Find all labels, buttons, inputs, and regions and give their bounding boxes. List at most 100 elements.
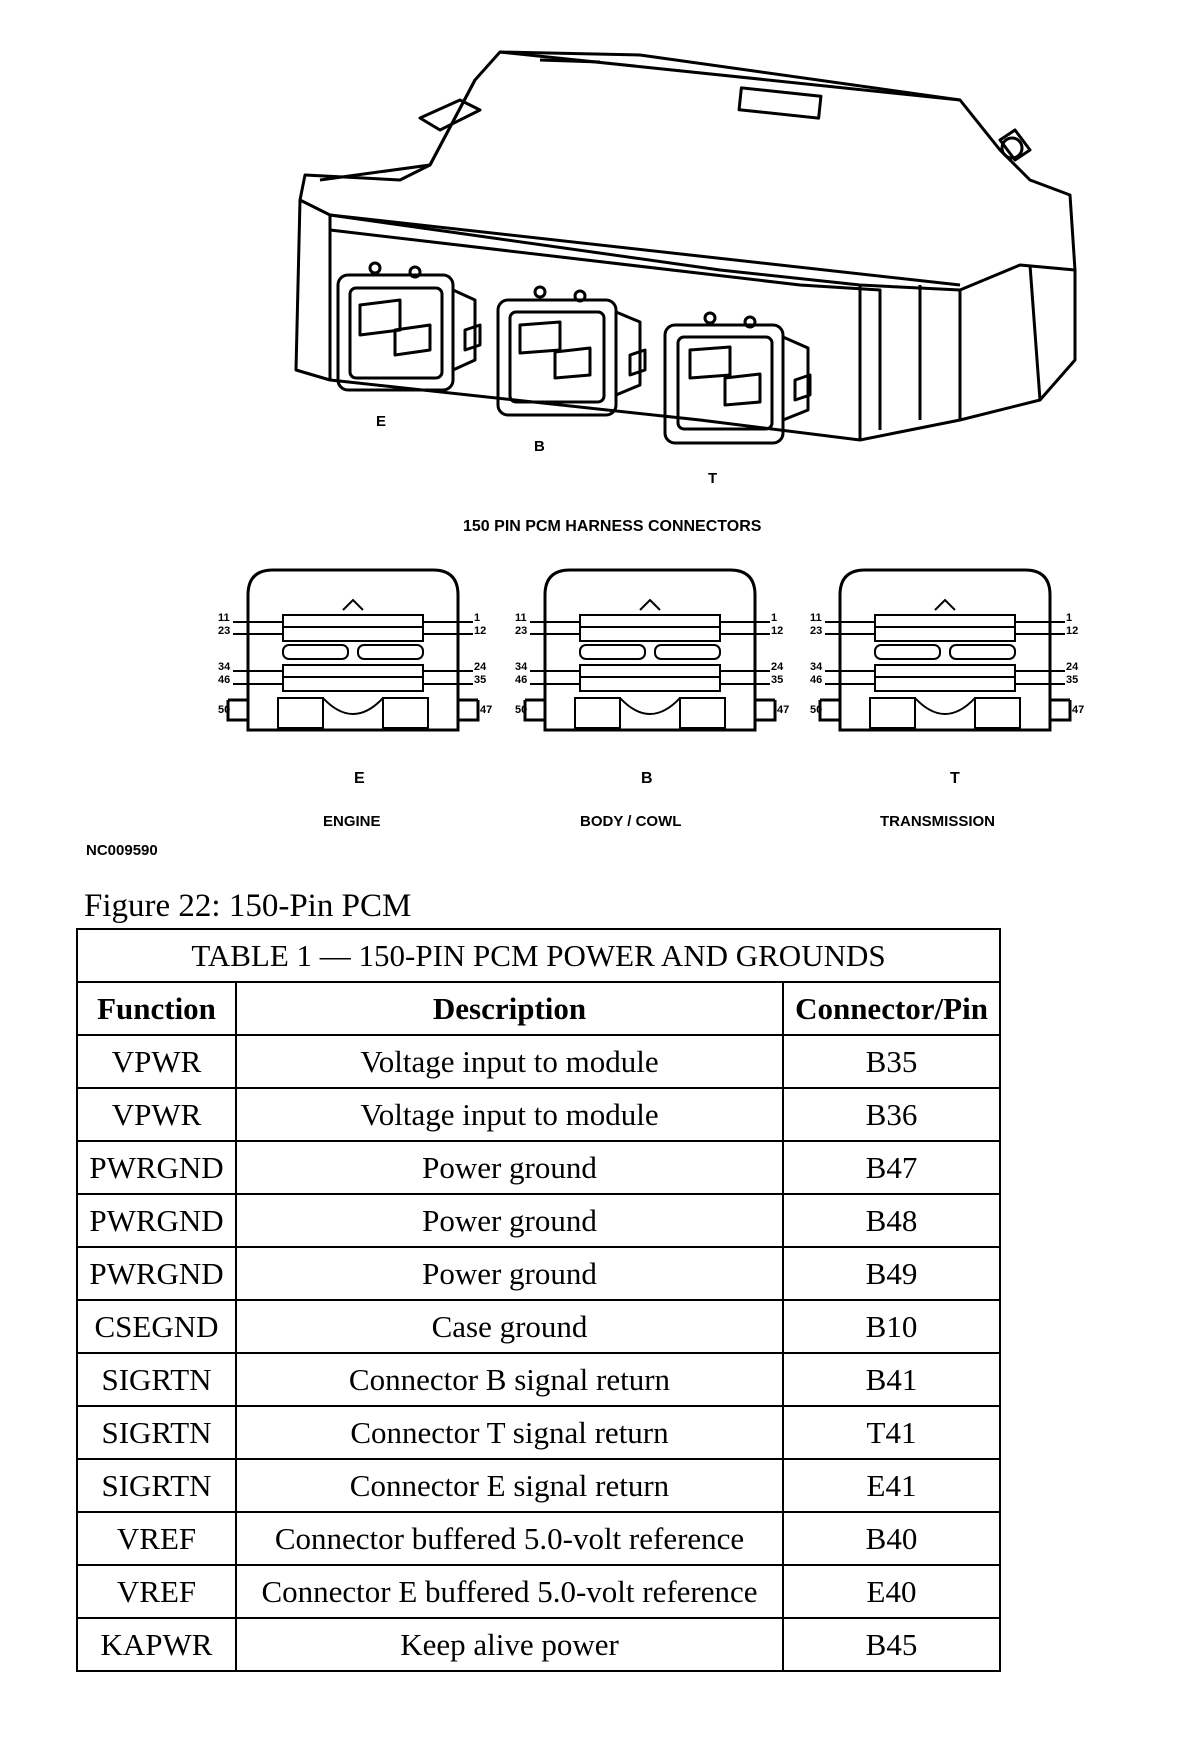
table-header-row: Function Description Connector/Pin xyxy=(76,981,1001,1036)
pin-label: 34 xyxy=(218,661,231,673)
cell-description: Voltage input to module xyxy=(235,1034,784,1089)
cell-description: Connector E signal return xyxy=(235,1458,784,1513)
pin-label: 50 xyxy=(218,704,231,716)
cell-connector-pin: B48 xyxy=(782,1193,1001,1248)
cell-function: CSEGND xyxy=(76,1299,237,1354)
header-connector-pin: Connector/Pin xyxy=(782,981,1001,1036)
cell-description: Power ground xyxy=(235,1193,784,1248)
pin-label: 11 xyxy=(515,612,527,624)
cell-function: VPWR xyxy=(76,1034,237,1089)
figure-caption: Figure 22: 150-Pin PCM xyxy=(84,888,412,924)
pin-label: 35 xyxy=(771,674,784,686)
cell-connector-pin: T41 xyxy=(782,1405,1001,1460)
connector-face-engine xyxy=(226,568,480,732)
cell-description: Power ground xyxy=(235,1140,784,1195)
pin-label: 46 xyxy=(810,674,823,686)
connector-letter-t: T xyxy=(950,770,960,787)
cell-function: SIGRTN xyxy=(76,1352,237,1407)
cell-function: PWRGND xyxy=(76,1140,237,1195)
cell-description: Connector T signal return xyxy=(235,1405,784,1460)
cell-function: VPWR xyxy=(76,1087,237,1142)
cell-function: PWRGND xyxy=(76,1193,237,1248)
cell-function: PWRGND xyxy=(76,1246,237,1301)
cell-function: SIGRTN xyxy=(76,1458,237,1513)
cell-connector-pin: B10 xyxy=(782,1299,1001,1354)
cell-description: Power ground xyxy=(235,1246,784,1301)
cell-connector-pin: B49 xyxy=(782,1246,1001,1301)
table-title: TABLE 1 — 150-PIN PCM POWER AND GROUNDS xyxy=(76,928,1001,983)
connector-name-body: BODY / COWL xyxy=(580,813,682,830)
connector-name-engine: ENGINE xyxy=(323,813,381,830)
pin-label: 46 xyxy=(218,674,231,686)
pin-label: 47 xyxy=(480,704,493,716)
cell-connector-pin: B45 xyxy=(782,1617,1001,1672)
connector-face-body xyxy=(523,568,777,732)
harness-title: 150 PIN PCM HARNESS CONNECTORS xyxy=(463,518,762,535)
pin-label: 1 xyxy=(1066,612,1073,624)
pin-label: 11 xyxy=(810,612,822,624)
pin-label: 50 xyxy=(810,704,823,716)
cell-connector-pin: B35 xyxy=(782,1034,1001,1089)
pin-label: 34 xyxy=(515,661,528,673)
pin-label: 23 xyxy=(810,625,823,637)
module-label-e: E xyxy=(376,413,387,430)
pin-label: 23 xyxy=(218,625,231,637)
module-label-t: T xyxy=(708,470,718,487)
pin-label: 23 xyxy=(515,625,528,637)
cell-function: KAPWR xyxy=(76,1617,237,1672)
connector-letter-b: B xyxy=(641,770,653,787)
header-description: Description xyxy=(235,981,784,1036)
connector-letter-e: E xyxy=(354,770,365,787)
module-label-b: B xyxy=(534,438,545,455)
connector-faces-drawing xyxy=(226,568,1072,732)
pin-label: 46 xyxy=(515,674,528,686)
pin-label: 12 xyxy=(771,625,784,637)
cell-description: Connector E buffered 5.0-volt reference xyxy=(235,1564,784,1619)
table-title-row: TABLE 1 — 150-PIN PCM POWER AND GROUNDS xyxy=(76,928,1001,983)
pin-label: 47 xyxy=(777,704,790,716)
pin-label: 12 xyxy=(1066,625,1079,637)
cell-connector-pin: E41 xyxy=(782,1458,1001,1513)
cell-description: Keep alive power xyxy=(235,1617,784,1672)
pin-label: 11 xyxy=(218,612,230,624)
pin-label: 1 xyxy=(771,612,778,624)
connector-name-transmission: TRANSMISSION xyxy=(880,813,996,830)
drawing-id: NC009590 xyxy=(86,842,158,859)
pin-label: 34 xyxy=(810,661,823,673)
cell-description: Connector B signal return xyxy=(235,1352,784,1407)
cell-function: VREF xyxy=(76,1564,237,1619)
cell-connector-pin: B41 xyxy=(782,1352,1001,1407)
cell-function: VREF xyxy=(76,1511,237,1566)
cell-connector-pin: B47 xyxy=(782,1140,1001,1195)
cell-connector-pin: E40 xyxy=(782,1564,1001,1619)
pcm-module-drawing xyxy=(294,50,1077,445)
pin-label: 1 xyxy=(474,612,481,624)
power-grounds-table: TABLE 1 — 150-PIN PCM POWER AND GROUNDS … xyxy=(76,928,1001,1672)
pin-label: 50 xyxy=(515,704,528,716)
pin-label: 35 xyxy=(1066,674,1079,686)
pin-label: 47 xyxy=(1072,704,1085,716)
cell-description: Case ground xyxy=(235,1299,784,1354)
cell-function: SIGRTN xyxy=(76,1405,237,1460)
cell-description: Voltage input to module xyxy=(235,1087,784,1142)
cell-description: Connector buffered 5.0-volt reference xyxy=(235,1511,784,1566)
pin-label: 35 xyxy=(474,674,487,686)
pin-label: 24 xyxy=(771,661,784,673)
pin-label: 24 xyxy=(474,661,487,673)
cell-connector-pin: B40 xyxy=(782,1511,1001,1566)
cell-connector-pin: B36 xyxy=(782,1087,1001,1142)
pin-label: 24 xyxy=(1066,661,1079,673)
header-function: Function xyxy=(76,981,237,1036)
